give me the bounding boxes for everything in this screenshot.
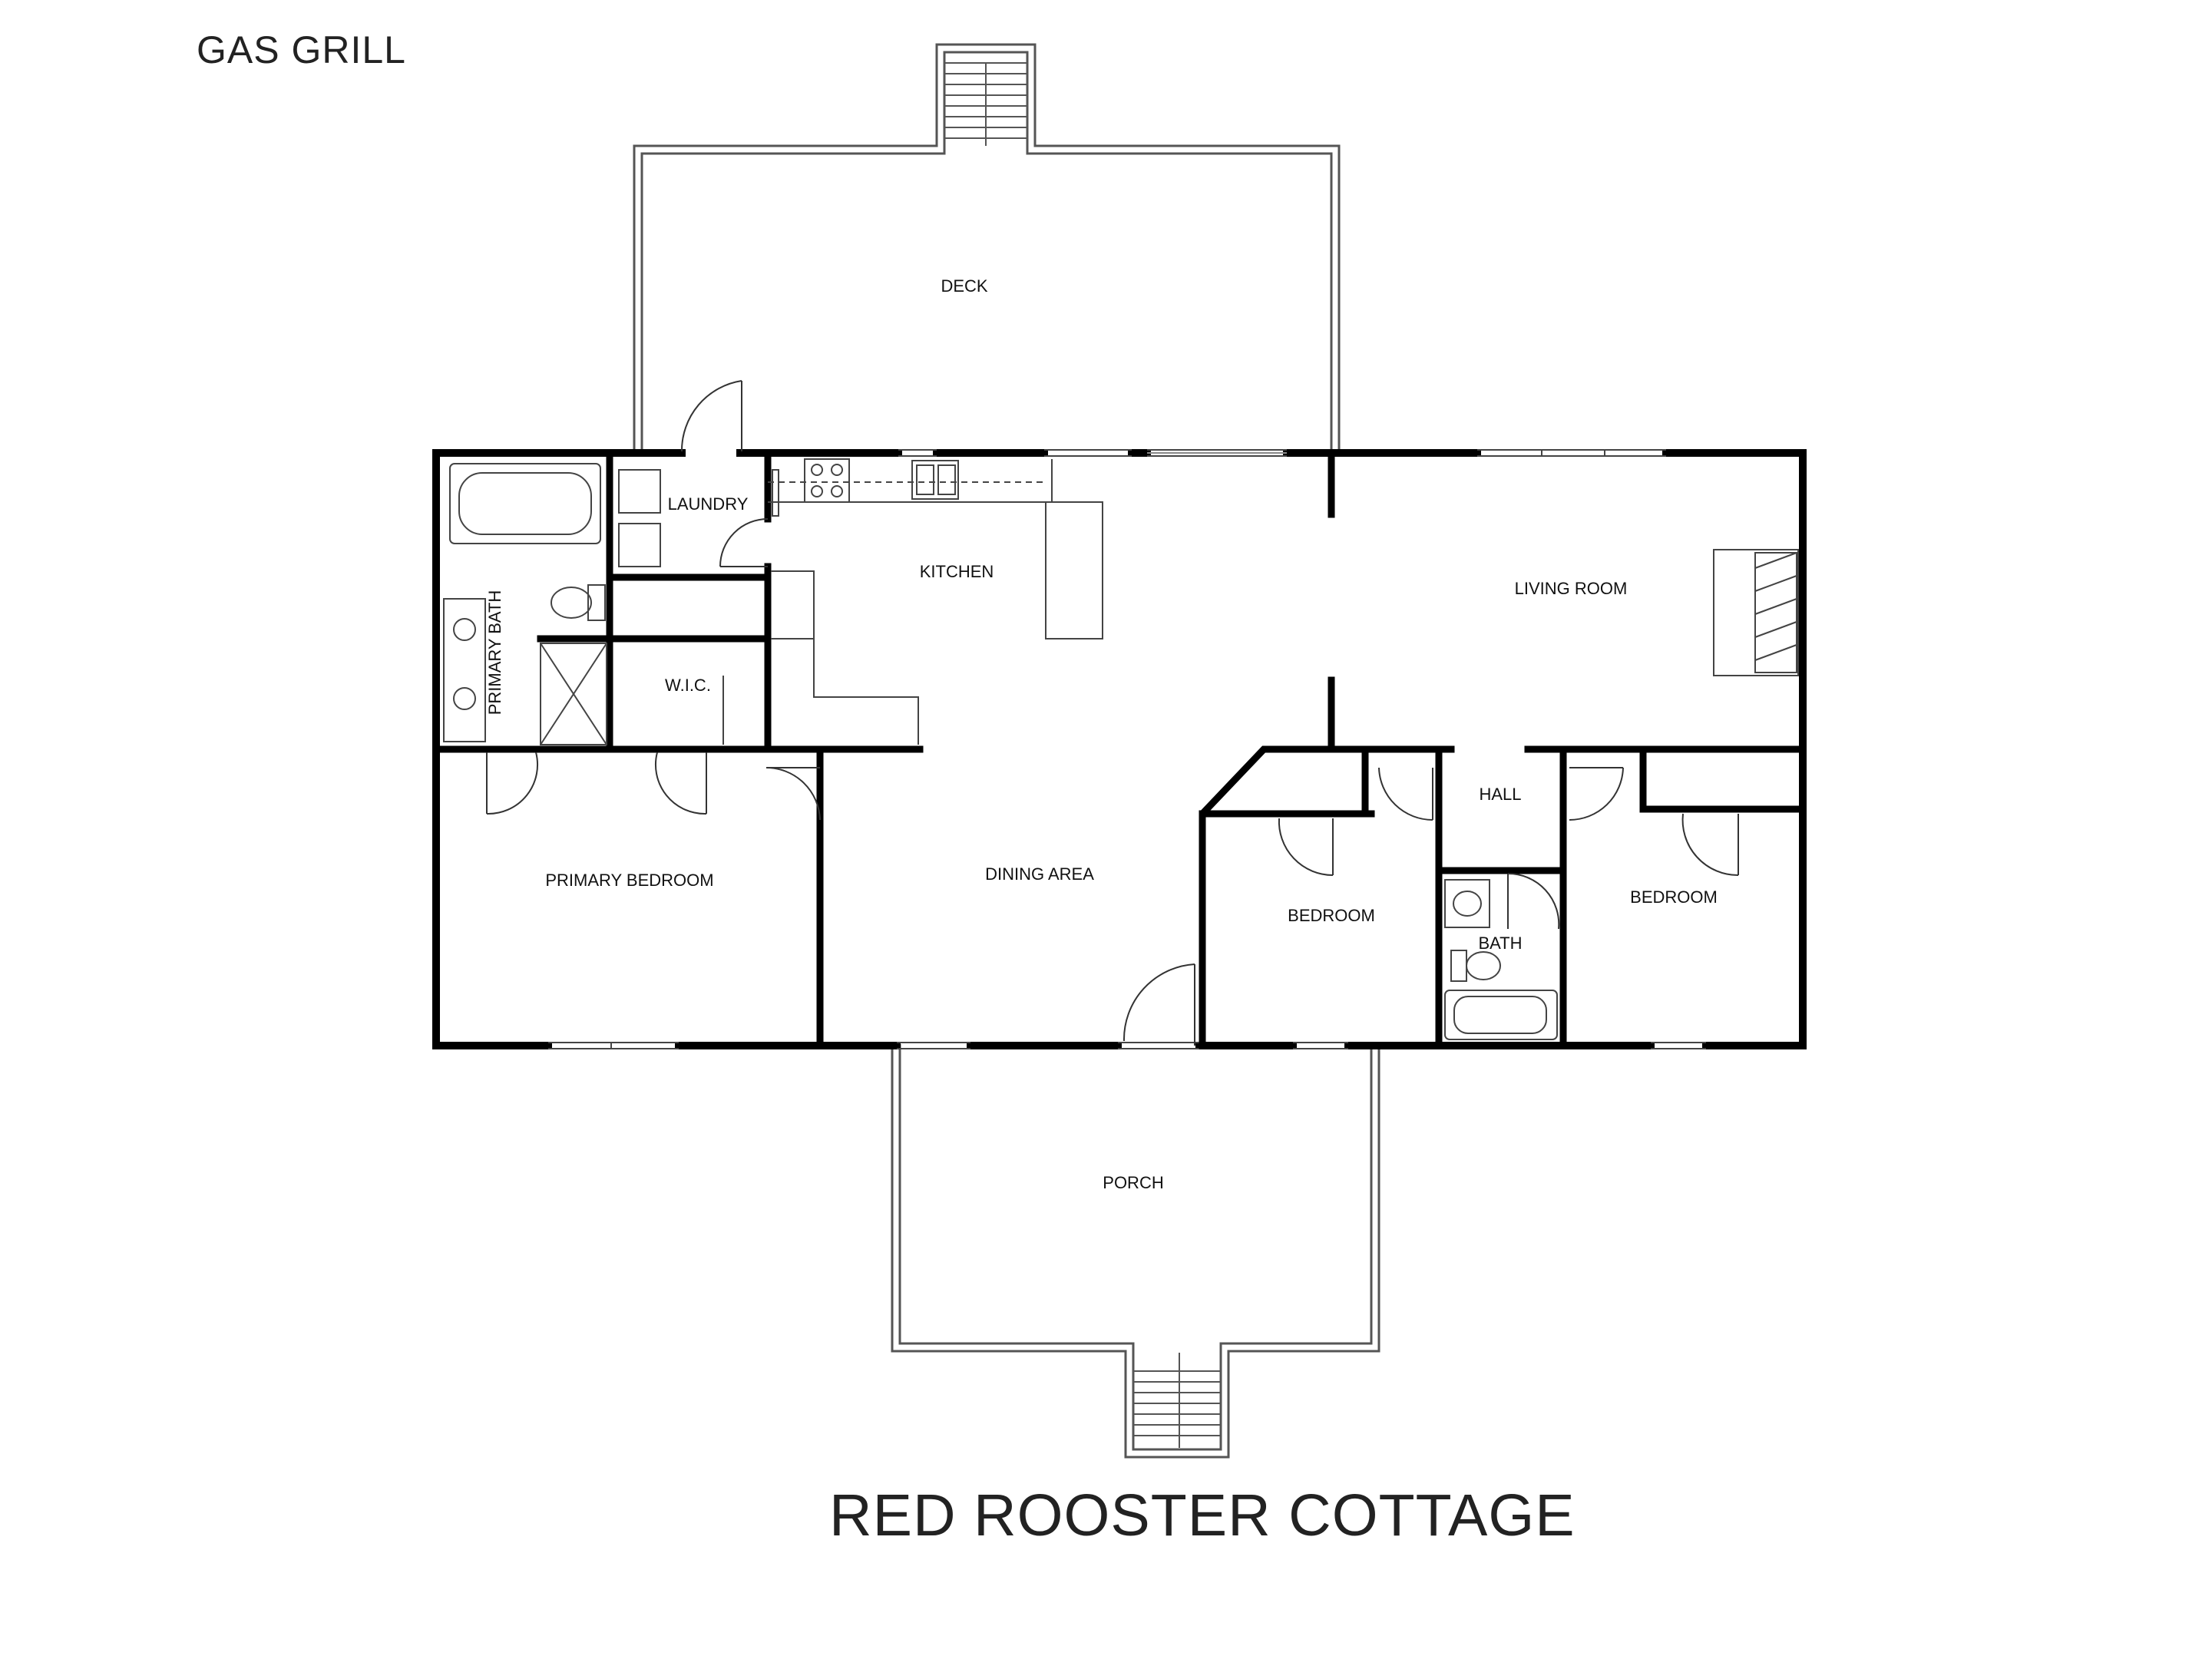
gas-grill-label: GAS GRILL (197, 28, 406, 71)
porch-outline (891, 1044, 1380, 1459)
deck-outline (633, 43, 1341, 451)
room-label-living-room: LIVING ROOM (1515, 579, 1628, 598)
deck-stairs (944, 62, 1027, 146)
room-label-bedroom-right: BEDROOM (1630, 887, 1718, 907)
interior-walls (432, 452, 1807, 1049)
room-label-deck: DECK (941, 276, 987, 296)
room-label-porch: PORCH (1103, 1173, 1163, 1192)
room-label-hall: HALL (1479, 785, 1521, 804)
room-label-dining-area: DINING AREA (985, 864, 1094, 884)
room-label-primary-bath: PRIMARY BATH (485, 590, 504, 715)
room-label-bedroom-middle: BEDROOM (1288, 906, 1375, 925)
cottage-title: RED ROOSTER COTTAGE (829, 1482, 1576, 1548)
room-label-wic: W.I.C. (665, 676, 711, 695)
room-label-kitchen: KITCHEN (920, 562, 994, 581)
room-label-laundry: LAUNDRY (668, 494, 749, 514)
windows (548, 449, 1706, 1049)
room-label-primary-bedroom: PRIMARY BEDROOM (545, 871, 713, 890)
room-label-bath: BATH (1478, 934, 1522, 953)
porch-stairs (1133, 1353, 1221, 1448)
fixtures (443, 452, 1799, 1040)
doors (486, 380, 1739, 1046)
